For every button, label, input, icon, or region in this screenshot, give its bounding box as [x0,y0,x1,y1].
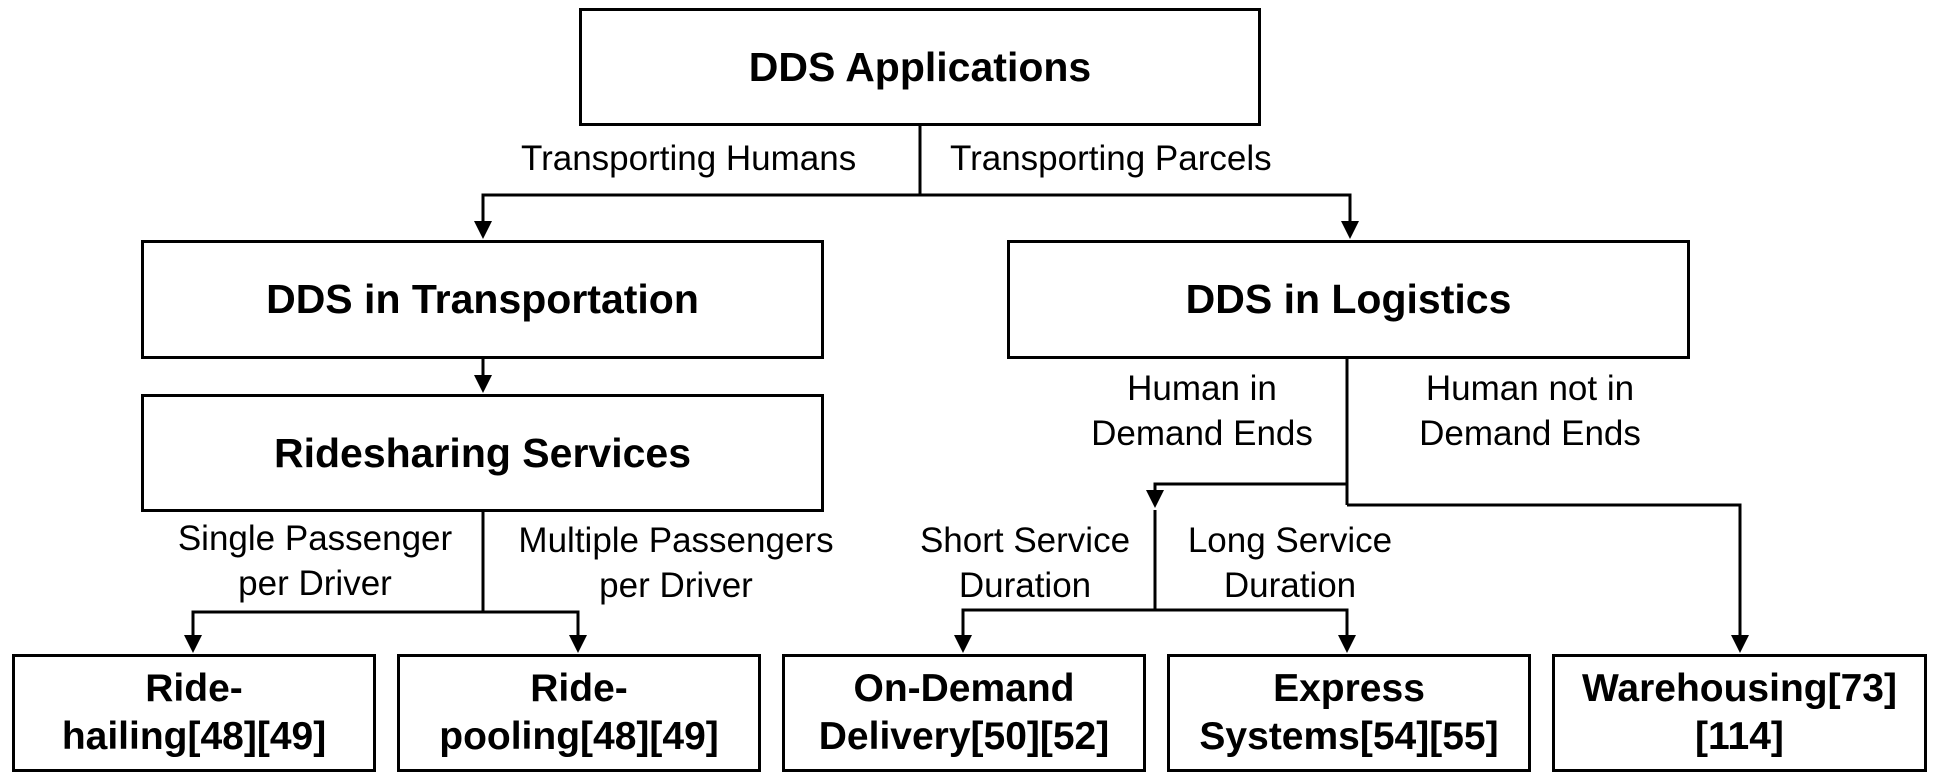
arrow-to-express [1155,608,1356,653]
long-service-label: Long Service Duration [1183,518,1397,608]
arrow-to-ride-hailing [184,610,483,653]
ride-hailing-node: Ride- hailing[48][49] [12,654,376,772]
warehousing-line1: Warehousing[73] [1582,667,1897,711]
short-service-label: Short Service Duration [914,518,1136,608]
on-demand-line2: Delivery[50][52] [818,715,1110,758]
on-demand-line1: On-Demand [853,667,1075,711]
express-systems-node: Express Systems[54][55] [1167,654,1531,772]
arrow-to-human-in-split [1146,482,1347,508]
multiple-passengers-label: Multiple Passengers per Driver [510,518,842,608]
warehousing-line2: [114] [1695,715,1784,758]
on-demand-delivery-node: On-Demand Delivery[50][52] [782,654,1146,772]
short-service-line2: Duration [958,566,1092,605]
ride-pooling-line2: pooling[48][49] [439,715,719,758]
ride-pooling-node: Ride- pooling[48][49] [397,654,761,772]
arrow-to-logistics [920,193,1359,239]
human-in-demand-label: Human in Demand Ends [1085,366,1319,456]
human-not-in-demand-line2: Demand Ends [1419,414,1641,453]
human-in-demand-line1: Human in [1127,369,1277,408]
ride-hailing-line2: hailing[48][49] [61,715,327,758]
long-service-line1: Long Service [1187,521,1393,560]
root-node: DDS Applications [579,8,1261,126]
logistics-node-label: DDS in Logistics [1185,276,1512,323]
branch-label-humans: Transporting Humans [521,136,856,181]
express-line2: Systems[54][55] [1199,715,1499,758]
express-line1: Express [1273,667,1425,711]
ridesharing-node-label: Ridesharing Services [273,429,692,476]
single-passenger-label: Single Passenger per Driver [172,516,458,606]
multiple-passengers-line1: Multiple Passengers [518,521,834,560]
arrow-to-warehousing [1347,503,1749,653]
human-in-demand-line2: Demand Ends [1091,414,1313,453]
human-not-in-demand-line1: Human not in [1425,369,1635,408]
single-passenger-line1: Single Passenger [177,519,453,558]
warehousing-node: Warehousing[73] [114] [1552,654,1927,772]
long-service-line2: Duration [1223,566,1357,605]
short-service-line1: Short Service [919,521,1131,560]
single-passenger-line2: per Driver [238,564,392,603]
arrow-to-transportation [474,193,920,239]
transportation-node: DDS in Transportation [141,240,824,359]
branch-label-parcels: Transporting Parcels [950,136,1272,181]
ride-hailing-line1: Ride- [145,667,243,711]
transportation-node-label: DDS in Transportation [266,276,699,323]
ridesharing-node: Ridesharing Services [141,394,824,512]
arrow-to-on-demand [954,608,1155,653]
branch-label-parcels-text: Transporting Parcels [950,139,1272,178]
arrow-to-ride-pooling [483,610,587,653]
human-not-in-demand-label: Human not in Demand Ends [1413,366,1647,456]
ride-pooling-line1: Ride- [530,667,628,711]
branch-label-humans-text: Transporting Humans [521,139,857,178]
multiple-passengers-line2: per Driver [599,566,753,605]
logistics-node: DDS in Logistics [1007,240,1690,359]
root-node-label: DDS Applications [748,43,1092,90]
